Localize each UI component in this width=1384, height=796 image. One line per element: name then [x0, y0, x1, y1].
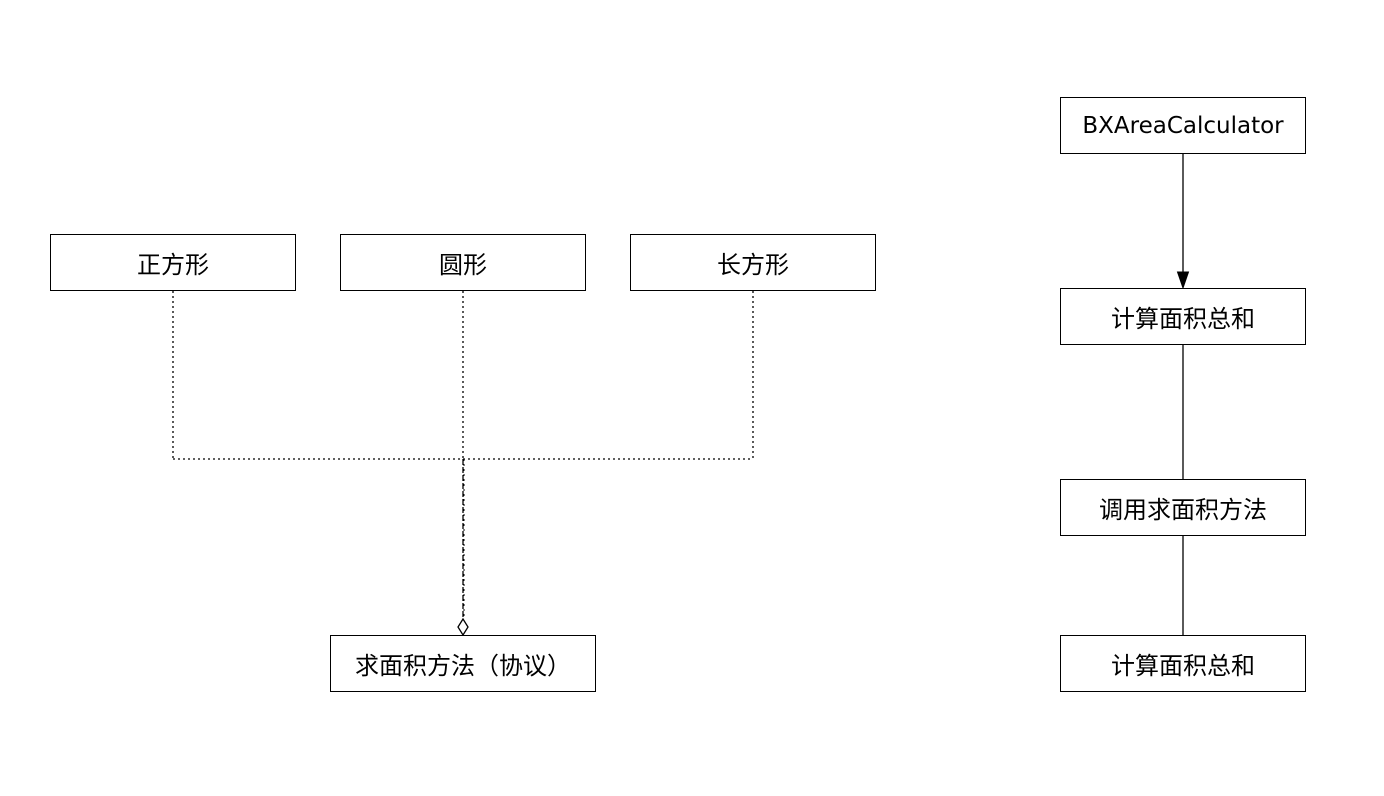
node-rectangle[interactable]: 长方形 [630, 234, 876, 291]
arrowhead-icon [1176, 271, 1190, 290]
node-circle-label: 圆形 [439, 251, 487, 279]
node-calculator[interactable]: BXAreaCalculator [1060, 97, 1306, 154]
diamond-marker-icon [457, 617, 469, 637]
node-call-method-label: 调用求面积方法 [1099, 496, 1267, 524]
node-sum-step-2-label: 计算面积总和 [1111, 652, 1255, 680]
node-protocol-label: 求面积方法（协议） [355, 652, 571, 680]
node-sum-step-1-label: 计算面积总和 [1111, 305, 1255, 333]
node-call-method[interactable]: 调用求面积方法 [1060, 479, 1306, 536]
node-calculator-label: BXAreaCalculator [1082, 112, 1284, 139]
node-square-label: 正方形 [137, 251, 209, 279]
node-square[interactable]: 正方形 [50, 234, 296, 291]
node-sum-step-1[interactable]: 计算面积总和 [1060, 288, 1306, 345]
node-protocol[interactable]: 求面积方法（协议） [330, 635, 596, 692]
node-circle[interactable]: 圆形 [340, 234, 586, 291]
node-sum-step-2[interactable]: 计算面积总和 [1060, 635, 1306, 692]
node-rectangle-label: 长方形 [717, 251, 789, 279]
